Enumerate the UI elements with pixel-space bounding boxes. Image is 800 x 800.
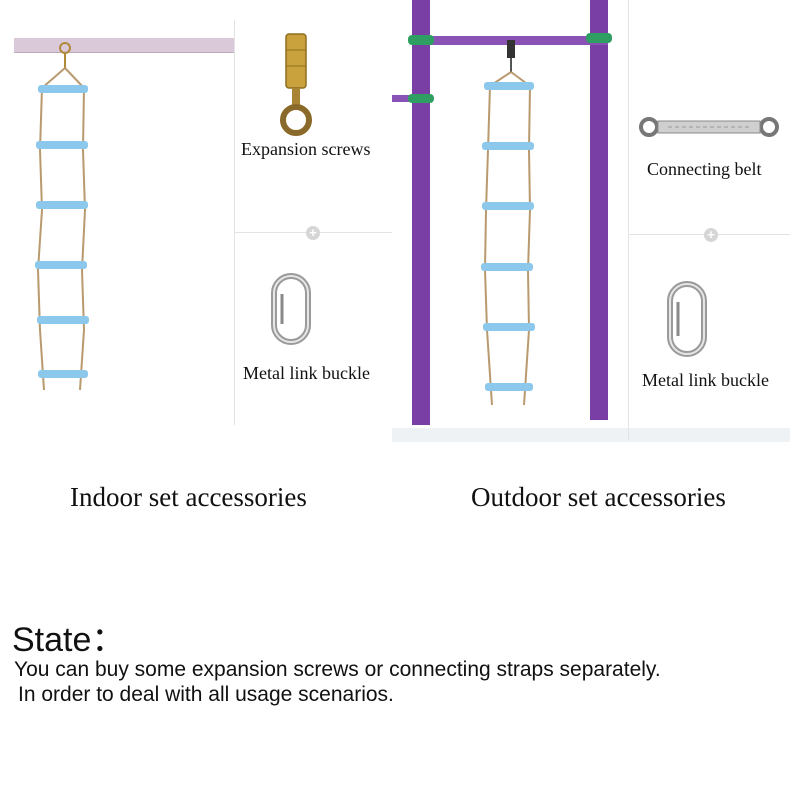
plus-icon: + [704,228,718,242]
carabiner-icon [271,273,311,345]
indoor-ladder-illustration [35,42,89,391]
carabiner-icon [667,281,707,357]
expansion-screws-caption: Expansion screws [241,139,371,159]
state-heading: State： [12,621,126,659]
state-note-line-2: In order to deal with all usage scenario… [18,683,394,706]
metal-link-buckle-caption: Metal link buckle [642,370,769,390]
expansion-screw-icon [280,33,312,136]
connecting-belt-caption: Connecting belt [647,159,762,179]
outdoor-frame-illustration [392,0,612,425]
floor [392,428,790,442]
metal-link-buckle-caption: Metal link buckle [243,363,370,383]
indoor-set-title: Indoor set accessories [70,482,307,512]
outdoor-set-title: Outdoor set accessories [471,482,726,512]
connecting-belt-icon [639,117,779,137]
state-note-line-1: You can buy some expansion screws or con… [14,658,661,681]
divider [628,0,629,440]
plus-icon: + [306,226,320,240]
divider [234,20,235,425]
